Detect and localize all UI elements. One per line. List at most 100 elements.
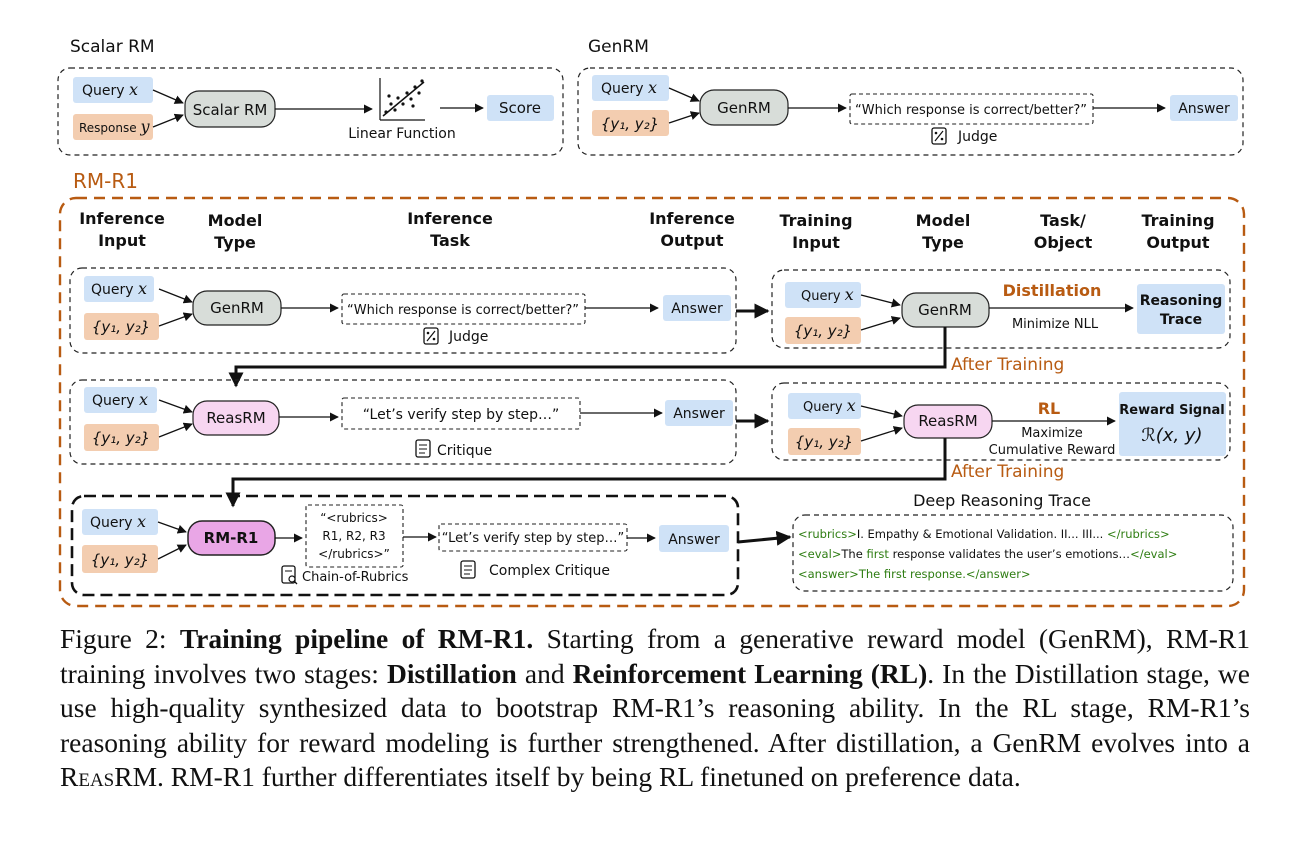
row1-answer-label: Answer	[671, 301, 723, 317]
header-training-output-1: Training	[1141, 211, 1214, 230]
row3-rm-r1-label: RM-R1	[204, 529, 259, 547]
complex-critique-label: Complex Critique	[489, 563, 610, 579]
header-model-type-1: Model	[208, 211, 263, 230]
after-training-connector-1	[228, 327, 947, 388]
critique-icon	[415, 439, 431, 458]
header-inference-output-2: Output	[660, 231, 723, 250]
rubrics-line-2: R1, R2, R3	[322, 529, 385, 543]
row2-pair-label: {y₁, y₂}	[92, 429, 150, 447]
header-training-input-2: Input	[792, 233, 840, 252]
reasoning-trace-label-2: Trace	[1160, 312, 1202, 328]
svg-text:Query x: Query x	[92, 390, 148, 409]
rm-r1-title: RM-R1	[73, 169, 138, 193]
row3-pair-box	[82, 545, 158, 573]
trace-line-eval: <eval>The first response validates the u…	[798, 547, 1177, 561]
linear-function-plot-icon	[379, 78, 425, 121]
maximize-label: Maximize	[1021, 426, 1083, 441]
row1-query-label: Query	[91, 282, 134, 298]
caption-bold-title: Training pipeline of RM-R1.	[179, 623, 534, 654]
row2-train-pair-label: {y₁, y₂}	[795, 433, 853, 451]
deep-reasoning-trace-box	[792, 514, 1234, 592]
svg-text:Query x: Query x	[82, 80, 138, 99]
score-label: Score	[499, 99, 541, 117]
header-model-type2-2: Type	[922, 233, 964, 252]
row2-answer-label: Answer	[673, 406, 725, 422]
header-training-input-1: Training	[779, 211, 852, 230]
rl-label: RL	[1038, 399, 1061, 418]
scalar-response-label: Response	[79, 121, 137, 135]
cumulative-reward-label: Cumulative Reward	[989, 443, 1116, 458]
response-symbol-y: y	[139, 117, 150, 136]
row1-pair-box	[84, 313, 159, 340]
row1-judge-label: Judge	[448, 329, 488, 345]
reasoning-trace-label-1: Reasoning	[1140, 293, 1222, 309]
reward-signal-label: Reward Signal	[1119, 403, 1224, 418]
row2-train-reasrm-label: ReasRM	[918, 412, 977, 430]
row1-train-pair-label: {y₁, y₂}	[794, 322, 852, 340]
row3-query-label: Query	[90, 515, 133, 531]
row1-genrm-label: GenRM	[210, 299, 264, 317]
score-box	[487, 95, 554, 121]
scalar-rm-title: Scalar RM	[70, 37, 155, 57]
after-training-label-1: After Training	[951, 355, 1064, 375]
genrm-model-label: GenRM	[717, 99, 771, 117]
linear-function-label: Linear Function	[348, 126, 456, 142]
row1-train-query-box	[785, 282, 861, 308]
genrm-query-label: Query	[601, 81, 644, 97]
row3-prompt-text: “Let’s verify step by step…”	[442, 531, 625, 546]
header-task-object-1: Task/	[1040, 211, 1086, 230]
genrm-answer-box	[1170, 95, 1238, 121]
caption-label: Figure 2:	[60, 623, 167, 654]
header-model-type2-1: Model	[916, 211, 971, 230]
row3-query-box	[82, 509, 158, 535]
chain-of-rubrics-label: Chain-of-Rubrics	[302, 570, 409, 585]
genrm-prompt-text: “Which response is correct/better?”	[855, 103, 1087, 118]
row3-answer-label: Answer	[668, 532, 720, 548]
genrm-title: GenRM	[588, 37, 649, 57]
judge-icon	[931, 127, 947, 145]
svg-text:Query x: Query x	[91, 279, 147, 298]
trace-line-answer: <answer>The first response.</answer>	[798, 567, 1031, 581]
svg-text:Response y: Response y	[79, 117, 150, 136]
after-training-connector-2	[225, 438, 947, 508]
rm-r1-panel	[58, 196, 1246, 608]
distillation-label: Distillation	[1003, 281, 1102, 300]
row2-train-query-box	[788, 393, 861, 419]
genrm-query-box	[592, 75, 669, 101]
svg-text:Query x: Query x	[801, 285, 854, 304]
row1-train-genrm-label: GenRM	[918, 301, 972, 319]
header-task-object-2: Object	[1034, 233, 1093, 252]
row2-answer-box	[665, 400, 733, 426]
row1-prompt-text: “Which response is correct/better?”	[347, 303, 579, 318]
row1-answer-box	[663, 295, 731, 321]
critique-label: Critique	[437, 443, 492, 459]
reward-signal-box	[1119, 392, 1226, 456]
row2-query-label: Query	[92, 393, 135, 409]
genrm-answer-label: Answer	[1178, 101, 1230, 117]
genrm-prompt-box	[849, 93, 1094, 125]
deep-reasoning-trace-title: Deep Reasoning Trace	[913, 491, 1091, 510]
row2-prompt-text: “Let’s verify step by step…”	[363, 407, 560, 423]
pipeline-figure: Scalar RM Query x Response y Scalar RM L…	[57, 37, 1246, 608]
row1-inference-panel	[69, 267, 737, 354]
trace-line-rubrics: <rubrics>I. Empathy & Emotional Validati…	[798, 527, 1170, 541]
row2-query-box	[84, 387, 157, 413]
scalar-query-box	[73, 77, 153, 103]
row1-prompt-box	[341, 293, 586, 325]
header-inference-input-1: Inference	[79, 209, 165, 228]
row1-train-pair-box	[785, 317, 861, 344]
row2-reasrm-model	[192, 400, 280, 436]
row1-training-panel	[771, 269, 1231, 349]
rubrics-line-3: </rubrics>”	[318, 547, 390, 561]
header-inference-task-2: Task	[430, 231, 470, 250]
row3-pair-label: {y₁, y₂}	[91, 551, 149, 569]
judge-label: Judge	[957, 129, 997, 145]
svg-text:Query x: Query x	[601, 78, 657, 97]
header-inference-output-1: Inference	[649, 209, 735, 228]
header-inference-task-1: Inference	[407, 209, 493, 228]
row1-query-box	[84, 276, 154, 302]
row2-training-panel	[771, 382, 1231, 461]
figure-caption: Figure 2: Training pipeline of RM-R1. St…	[60, 623, 1250, 792]
row1-judge-icon	[423, 327, 439, 345]
reasoning-trace-box	[1137, 284, 1225, 334]
